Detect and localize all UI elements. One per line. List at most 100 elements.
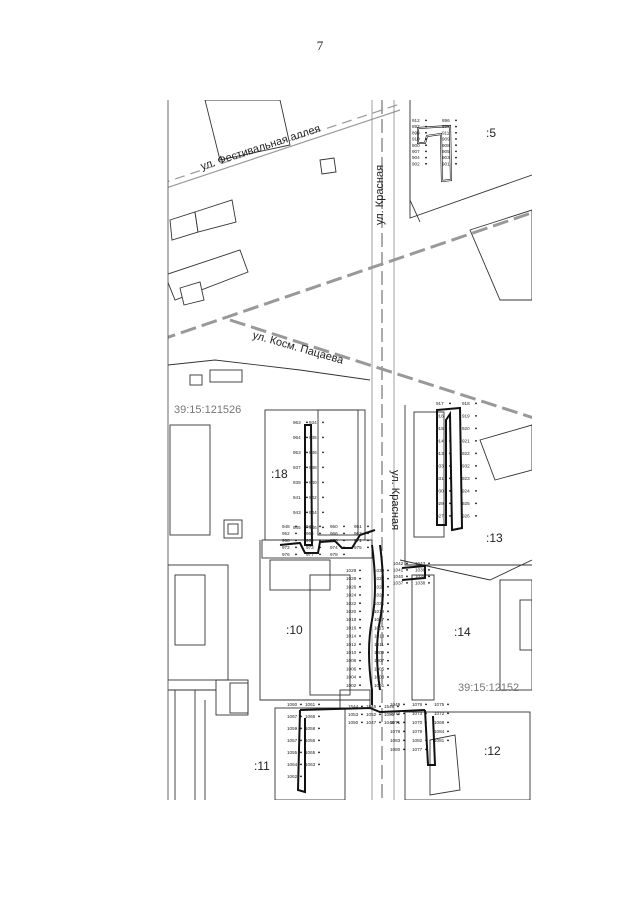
point-label: 1030: [374, 568, 385, 573]
point-marker: [455, 131, 457, 134]
point-label: 918: [462, 401, 470, 406]
point-label: 930: [436, 489, 444, 494]
point-label: 926: [462, 514, 470, 519]
point-label: 952: [282, 531, 290, 536]
point-label: 1057: [287, 738, 298, 743]
point-marker: [295, 525, 297, 528]
point-marker: [306, 511, 308, 514]
point-marker: [425, 144, 427, 147]
point-marker: [318, 727, 320, 730]
point-marker: [319, 525, 321, 528]
point-marker: [300, 727, 302, 730]
point-marker: [387, 676, 389, 678]
street-kosm-patsaeva: [229, 318, 532, 419]
street-festivalnaya: [168, 103, 401, 188]
point-label: 1067: [287, 714, 298, 719]
plot-label-11: :11: [254, 759, 270, 773]
point-label: 950: [330, 524, 338, 529]
street-label-kosm-patsaeva: ул. Косм. Пацаева: [251, 329, 345, 367]
point-marker: [425, 119, 427, 122]
point-marker: [318, 703, 320, 706]
point-marker: [403, 730, 405, 733]
point-marker: [455, 138, 457, 140]
plot-label-18: :18: [271, 467, 288, 481]
point-marker: [397, 721, 399, 724]
point-label: 913: [436, 451, 444, 456]
point-marker: [428, 562, 430, 565]
point-label: 1056: [305, 738, 316, 743]
point-label: 936: [309, 450, 317, 455]
point-marker: [359, 569, 361, 572]
point-marker: [406, 562, 408, 565]
point-marker: [359, 643, 361, 646]
point-marker: [306, 526, 308, 529]
point-label: 914: [436, 439, 444, 444]
point-marker: [343, 553, 345, 556]
point-label: 920: [462, 426, 470, 431]
point-marker: [449, 440, 451, 442]
point-label: 912: [412, 118, 420, 123]
point-marker: [447, 730, 449, 733]
point-label: 1029: [346, 568, 357, 573]
bottom-blocks: [168, 679, 531, 800]
point-marker: [359, 577, 361, 580]
point-label: 944: [309, 510, 317, 515]
point-marker: [475, 477, 477, 480]
point-label: 1076: [412, 702, 423, 707]
point-marker: [387, 569, 389, 572]
route-top-inner: [417, 125, 452, 182]
point-marker: [449, 427, 451, 430]
point-label: 1001: [374, 683, 385, 688]
point-label: 1050: [348, 720, 359, 725]
point-marker: [387, 667, 389, 670]
point-label: 975: [354, 545, 362, 550]
point-label: 1062: [287, 774, 298, 779]
point-marker: [455, 156, 457, 159]
point-marker: [359, 659, 361, 662]
point-marker: [475, 452, 477, 455]
point-label: 1027: [374, 576, 385, 581]
point-label: 974: [330, 545, 338, 550]
point-marker: [403, 721, 405, 724]
point-label: 978: [330, 552, 338, 557]
quarter-west-boundary: [168, 359, 373, 701]
point-marker: [447, 721, 449, 724]
point-marker: [295, 532, 297, 535]
point-marker: [295, 539, 297, 542]
point-marker: [359, 594, 361, 596]
point-marker: [300, 715, 302, 718]
point-marker: [455, 162, 457, 165]
point-label: 1084: [434, 729, 445, 734]
point-label: 932: [462, 464, 470, 469]
point-label: 1025: [374, 584, 385, 589]
point-marker: [425, 138, 427, 140]
point-marker: [367, 525, 369, 528]
point-marker: [367, 539, 369, 542]
point-marker: [306, 496, 308, 499]
point-label: 1011: [374, 642, 384, 647]
point-label: 1545: [366, 704, 377, 709]
quarter-east-boundary: [399, 405, 532, 701]
point-marker: [447, 739, 449, 742]
point-marker: [295, 553, 297, 556]
point-label: 916: [436, 414, 444, 419]
point-label: 1039: [415, 574, 426, 579]
point-label: 1063: [305, 762, 316, 767]
route-right: [436, 406, 464, 532]
point-label: 1051: [384, 712, 395, 717]
point-marker: [475, 415, 477, 417]
point-label: 1005: [374, 666, 385, 671]
point-label: 1082: [412, 738, 423, 743]
point-label: 1066: [305, 714, 316, 719]
point-marker: [361, 713, 363, 716]
point-marker: [322, 451, 324, 454]
point-marker: [449, 402, 451, 405]
point-marker: [322, 421, 324, 424]
point-marker: [475, 515, 477, 517]
point-label: 953: [293, 450, 301, 455]
point-label: 1028: [346, 576, 357, 581]
point-marker: [387, 659, 389, 662]
point-marker: [359, 602, 361, 605]
